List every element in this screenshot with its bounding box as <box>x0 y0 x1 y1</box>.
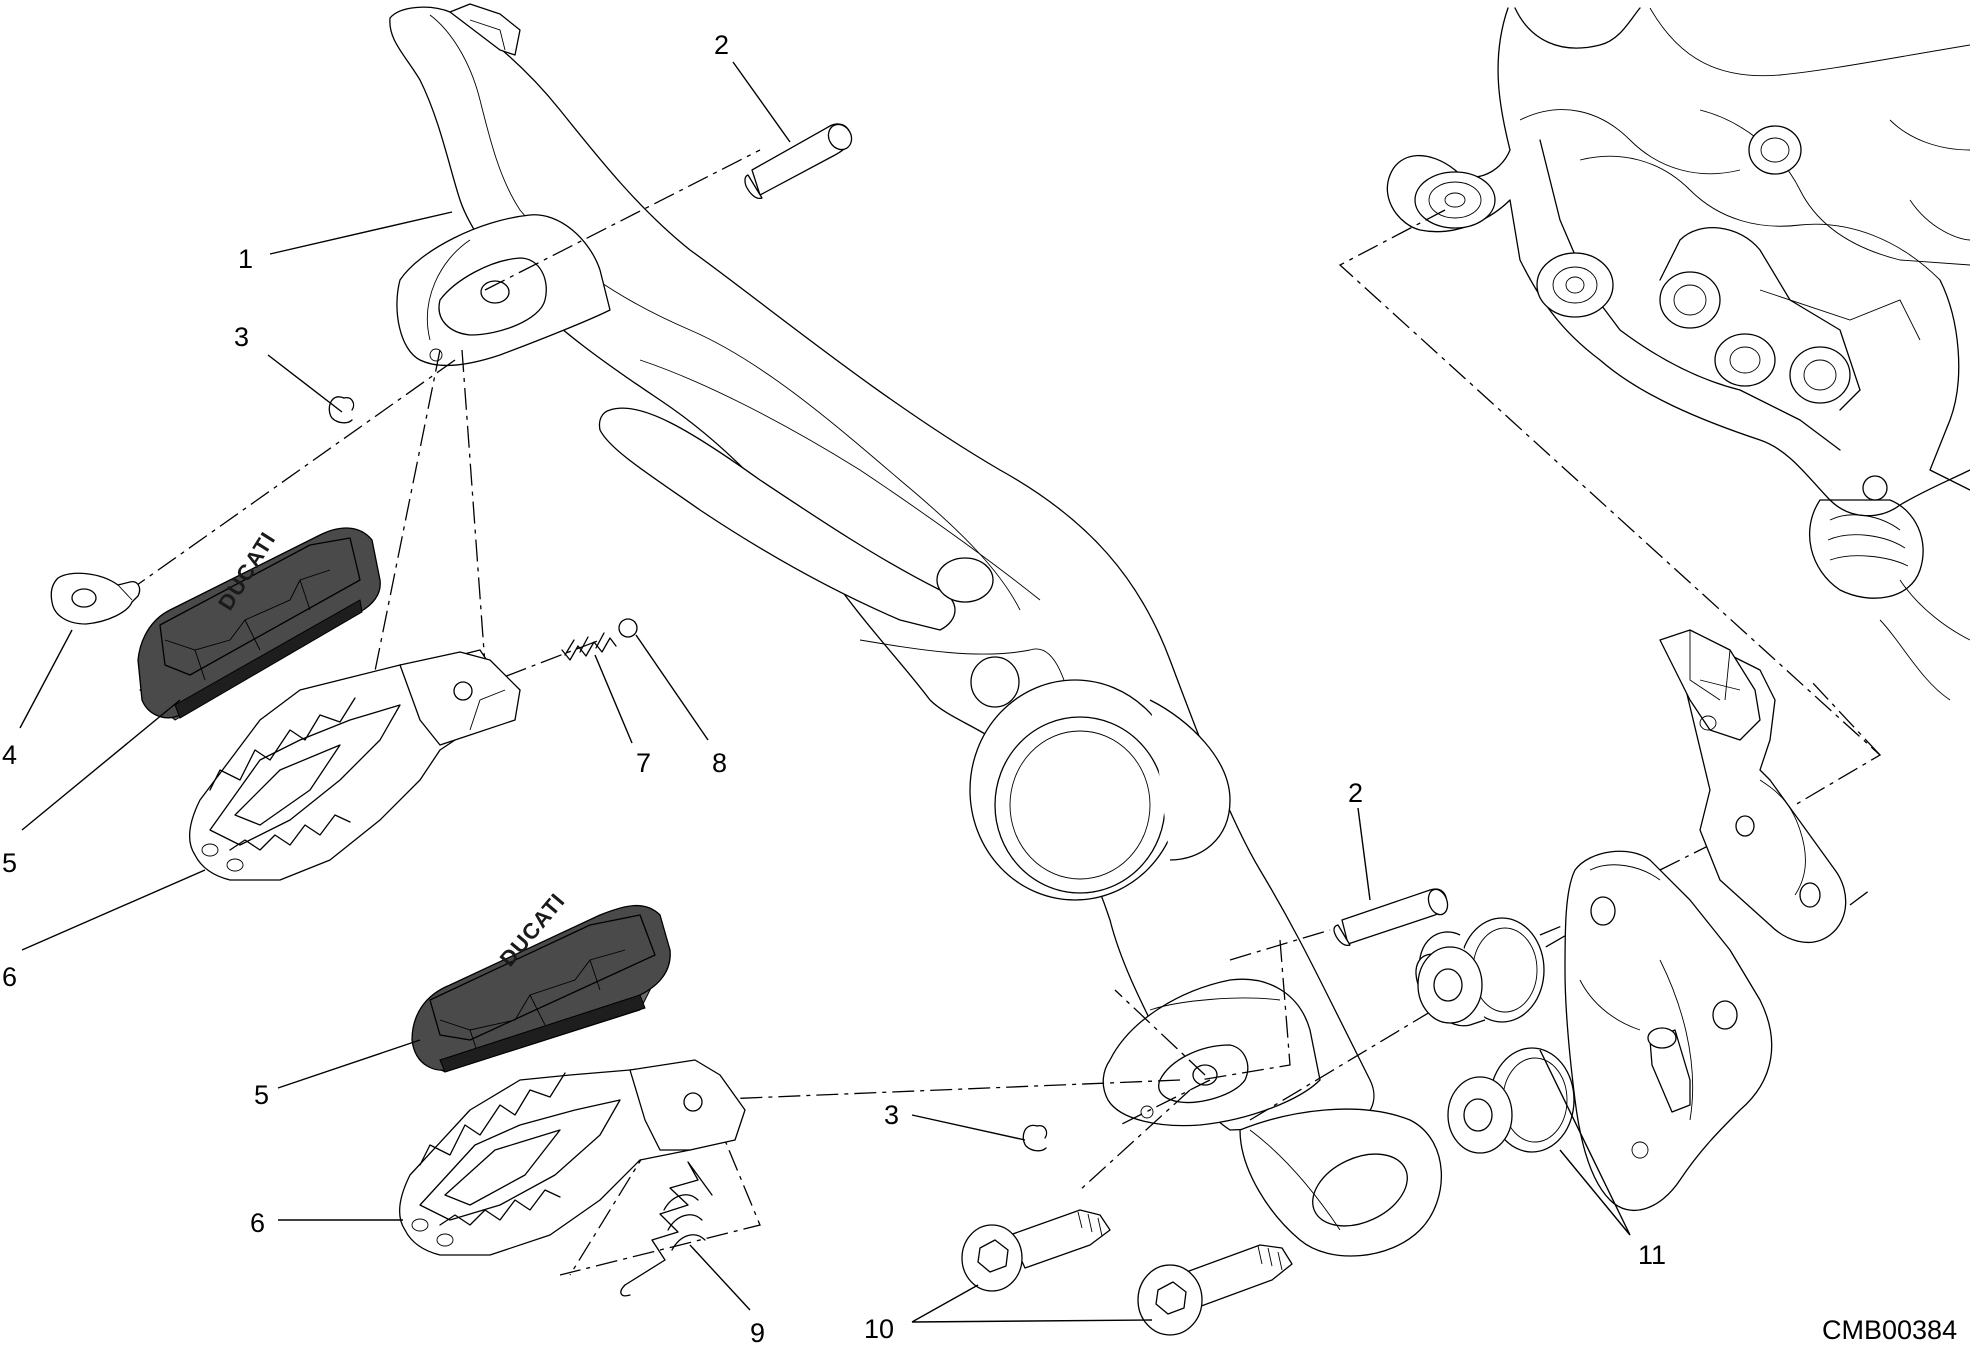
torsion-spring-part-9 <box>620 1161 713 1297</box>
bolt-part-10-left <box>961 1209 1111 1292</box>
callout-2-top: 2 <box>714 30 729 60</box>
heel-guard-plate <box>1659 629 1847 944</box>
callout-1: 1 <box>238 244 253 274</box>
ball-part-8 <box>618 618 638 638</box>
retainer-part-4 <box>50 572 141 625</box>
callout-5-lower: 5 <box>254 1080 269 1110</box>
drawing-code: CMB00384 <box>1822 1315 1957 1345</box>
rubber-pad-part-5-top: DUCATI <box>137 527 381 721</box>
callout-8: 8 <box>712 748 727 778</box>
footpeg-bracket-part-1 <box>389 3 1443 1257</box>
callout-2-lower: 2 <box>1348 778 1363 808</box>
circlip-part-3-lower <box>1022 1124 1048 1152</box>
rubber-pad-part-5-lower: DUCATI <box>411 888 671 1073</box>
callout-3-top: 3 <box>234 322 249 352</box>
callout-4: 4 <box>2 740 17 770</box>
callout-11: 11 <box>1638 1240 1666 1270</box>
bushing-part-11-upper <box>1415 917 1545 1027</box>
circlip-part-3-top <box>328 396 355 424</box>
bolt-part-10-right <box>1137 1244 1293 1336</box>
spring-part-7 <box>561 632 617 661</box>
callout-10: 10 <box>864 1314 894 1344</box>
callout-labels: 1 2 2 3 3 4 5 5 6 6 7 8 9 10 11 <box>2 30 1666 1348</box>
pin-part-2-lower <box>1333 888 1449 947</box>
callout-3-lower: 3 <box>884 1100 899 1130</box>
footpeg-part-6-lower <box>398 1059 746 1256</box>
callout-5-top: 5 <box>2 848 17 878</box>
bushing-part-11-lower <box>1447 1047 1575 1154</box>
pin-part-2-top <box>744 123 853 200</box>
leader-lines <box>19 61 1631 1323</box>
callout-7: 7 <box>636 748 651 778</box>
callout-9: 9 <box>750 1318 765 1348</box>
callout-6-lower: 6 <box>250 1208 265 1238</box>
footpeg-part-6-top <box>188 649 521 881</box>
mounting-plate <box>1564 850 1773 1211</box>
callout-6-top: 6 <box>2 962 17 992</box>
engine-case-drawing <box>1386 7 1970 701</box>
